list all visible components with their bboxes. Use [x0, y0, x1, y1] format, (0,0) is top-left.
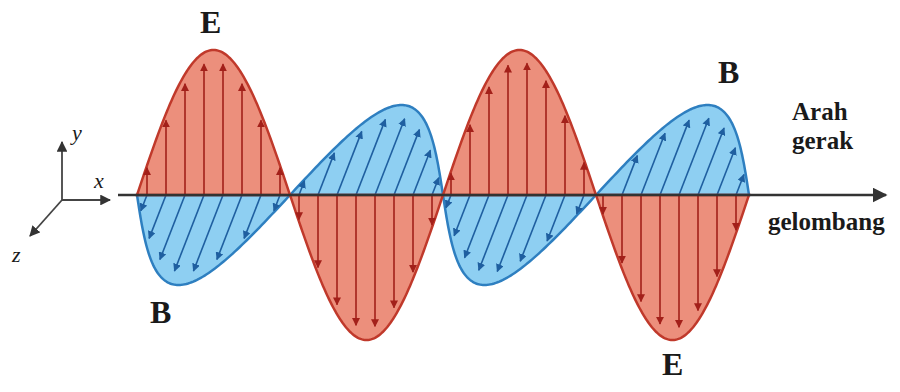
b-field-arrow — [413, 150, 430, 195]
e-field-arrow — [716, 195, 718, 276]
axis-label: y — [72, 120, 82, 145]
b-field-arrow — [622, 156, 637, 195]
b-field-arrow — [432, 178, 439, 195]
e-field-arrow — [469, 125, 471, 195]
b-field-arrow — [497, 195, 527, 271]
e-field-arrow — [165, 120, 167, 195]
b-field-arrow — [193, 195, 223, 271]
axis-label: z — [12, 242, 21, 267]
e-field-arrow — [564, 116, 566, 195]
e-field-arrow — [355, 195, 357, 325]
e-field-arrow — [260, 120, 262, 195]
e-field-arrow — [412, 195, 414, 272]
b-field-arrow — [318, 153, 334, 195]
e-field-arrow — [678, 195, 680, 327]
e-field-arrow — [431, 195, 433, 225]
b-field-arrow — [299, 181, 305, 195]
y-axis — [61, 142, 63, 200]
e-field-arrow — [659, 195, 661, 324]
field-label: E — [200, 4, 221, 41]
e-field-arrow — [602, 195, 604, 214]
b-field-arrow — [160, 195, 185, 260]
e-field-arrow — [241, 84, 243, 195]
b-field-arrow — [375, 119, 405, 195]
e-field-arrow — [583, 162, 585, 195]
e-field-arrow — [450, 173, 452, 195]
e-field-arrow — [374, 195, 376, 326]
b-field-arrow — [520, 195, 546, 261]
b-field-arrow — [244, 195, 261, 238]
e-field-arrow — [184, 84, 186, 195]
propagation-axis — [118, 194, 886, 197]
e-field-arrow — [203, 64, 205, 195]
e-field-arrow — [298, 195, 300, 220]
b-field-arrow — [479, 195, 508, 270]
e-field-arrow — [393, 195, 395, 308]
x-axis — [62, 199, 110, 201]
e-field-arrow — [279, 168, 281, 195]
e-field-arrow — [507, 65, 509, 195]
b-field-arrow — [660, 120, 689, 195]
b-field-arrow — [274, 195, 280, 211]
direction-label: gelombang — [768, 208, 885, 237]
coordinate-axes — [30, 142, 110, 236]
z-axis — [30, 200, 62, 236]
e-field-arrow — [545, 81, 547, 195]
e-field-arrow — [488, 87, 490, 195]
b-field-arrow — [217, 195, 242, 260]
b-field-arrow — [577, 195, 584, 214]
b-field-arrow — [446, 195, 451, 208]
e-field-arrow — [735, 195, 737, 230]
e-field-arrow — [621, 195, 623, 263]
b-field-arrow — [641, 133, 665, 195]
e-field-arrow — [222, 64, 224, 195]
b-field-arrow — [717, 148, 735, 195]
b-field-arrow — [736, 175, 744, 195]
e-field-arrow — [336, 195, 338, 305]
b-field-arrow — [465, 195, 489, 258]
e-field-arrow — [146, 168, 148, 195]
b-field-arrow — [149, 195, 166, 238]
b-field-arrow — [356, 119, 385, 195]
field-label: B — [718, 54, 739, 91]
e-field-arrow — [317, 195, 319, 268]
e-field-arrow — [526, 63, 528, 195]
direction-label: Arah gerak — [792, 98, 887, 156]
field-label: B — [150, 294, 171, 331]
b-field-arrow — [174, 195, 204, 271]
b-field-arrow — [394, 130, 419, 195]
e-field-arrow — [697, 195, 699, 311]
b-field-arrow — [141, 195, 147, 211]
b-field-arrow — [547, 195, 565, 241]
e-field-arrow — [640, 195, 642, 301]
field-label: E — [662, 346, 683, 383]
b-field-arrow — [337, 131, 362, 195]
b-field-arrow — [454, 195, 470, 236]
b-field-arrow — [679, 118, 709, 195]
axis-label: x — [94, 168, 104, 193]
